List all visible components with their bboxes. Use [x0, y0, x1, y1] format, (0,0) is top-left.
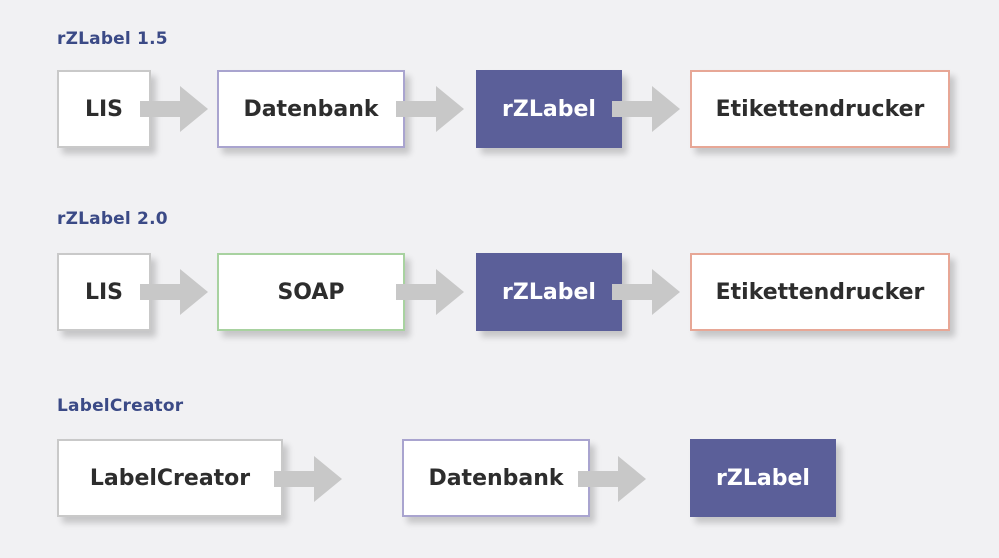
- arrow-right-icon: [578, 456, 646, 502]
- arrow-right-icon: [140, 269, 208, 315]
- node-soap: SOAP: [217, 253, 405, 331]
- node-lis: LIS: [57, 70, 151, 148]
- arrow-right-icon: [140, 86, 208, 132]
- node-etikettendrucker: Etikettendrucker: [690, 70, 950, 148]
- section-title-rzlabel-20: rZLabel 2.0: [57, 209, 168, 229]
- arrow-right-icon: [274, 456, 342, 502]
- section-title-rzlabel-15: rZLabel 1.5: [57, 29, 168, 49]
- section-title-labelcreator: LabelCreator: [57, 396, 184, 416]
- arrow-right-icon: [612, 269, 680, 315]
- node-rzlabel: rZLabel: [476, 253, 622, 331]
- node-rzlabel: rZLabel: [476, 70, 622, 148]
- node-lis: LIS: [57, 253, 151, 331]
- node-labelcreator: LabelCreator: [57, 439, 283, 517]
- arrow-right-icon: [396, 269, 464, 315]
- node-datenbank: Datenbank: [402, 439, 590, 517]
- node-datenbank: Datenbank: [217, 70, 405, 148]
- arrow-right-icon: [396, 86, 464, 132]
- node-rzlabel: rZLabel: [690, 439, 836, 517]
- node-etikettendrucker: Etikettendrucker: [690, 253, 950, 331]
- arrow-right-icon: [612, 86, 680, 132]
